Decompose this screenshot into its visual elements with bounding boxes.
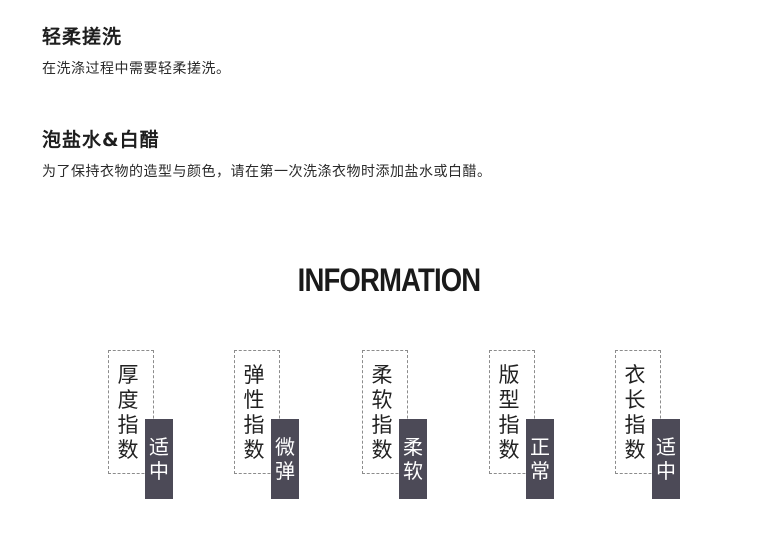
care-desc-salt-vinegar: 为了保持衣物的造型与颜色，请在第一次洗涤衣物时添加盐水或白醋。 [42, 164, 492, 180]
index-value-tag: 适中 [652, 419, 680, 499]
care-title-gentle-wash: 轻柔搓洗 [42, 26, 123, 48]
index-card-softness: 柔软指数 柔软 [362, 350, 427, 499]
index-label: 柔软指数 [371, 363, 393, 462]
index-value-tag: 正常 [526, 419, 554, 499]
index-label: 版型指数 [498, 363, 520, 462]
index-card-thickness: 厚度指数 适中 [108, 350, 173, 499]
index-card-length: 衣长指数 适中 [615, 350, 680, 499]
index-value-tag: 柔软 [399, 419, 427, 499]
index-value-tag: 适中 [145, 419, 173, 499]
index-label: 厚度指数 [117, 363, 139, 462]
index-card-elasticity: 弹性指数 微弹 [234, 350, 299, 499]
index-value-tag: 微弹 [271, 419, 299, 499]
index-label: 弹性指数 [243, 363, 265, 462]
index-label: 衣长指数 [624, 363, 646, 462]
information-heading: INFORMATION [297, 262, 482, 298]
care-desc-gentle-wash: 在洗涤过程中需要轻柔搓洗。 [42, 61, 231, 77]
index-card-fit: 版型指数 正常 [489, 350, 554, 499]
care-title-salt-vinegar: 泡盐水&白醋 [42, 129, 160, 151]
